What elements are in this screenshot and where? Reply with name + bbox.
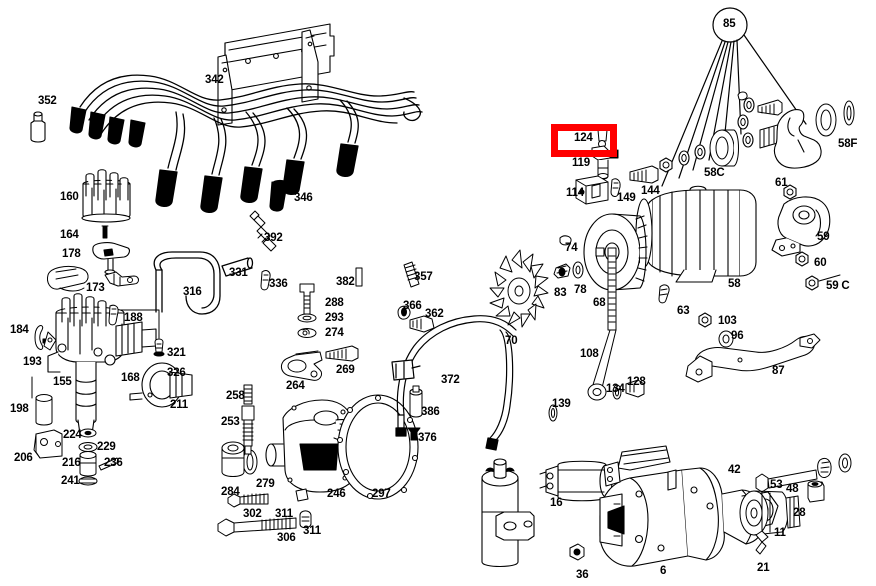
callout-149: 149	[617, 192, 636, 204]
callout-68: 68	[593, 297, 606, 309]
callout-6: 6	[660, 565, 667, 577]
callout-58F: 58F	[838, 138, 858, 150]
callout-264: 264	[286, 380, 305, 392]
callout-144: 144	[641, 185, 660, 197]
callout-58: 58	[728, 278, 741, 290]
callout-87: 87	[772, 365, 785, 377]
callout-302: 302	[243, 508, 262, 520]
callout-36: 36	[576, 569, 589, 581]
callout-269: 269	[336, 364, 355, 376]
callout-376: 376	[418, 432, 437, 444]
callout-78: 78	[574, 284, 587, 296]
callout-119: 119	[572, 157, 590, 169]
callout-224: 224	[63, 429, 82, 441]
callout-274: 274	[325, 327, 344, 339]
callout-253: 253	[221, 416, 240, 428]
callout-59C: 59 C	[826, 280, 850, 292]
callout-386: 386	[421, 406, 440, 418]
callout-160: 160	[60, 191, 79, 203]
callout-392: 392	[264, 232, 283, 244]
callout-178: 178	[62, 248, 81, 260]
callout-241: 241	[61, 475, 80, 487]
callout-288: 288	[325, 297, 344, 309]
callout-306: 306	[277, 532, 296, 544]
callout-216: 216	[62, 457, 81, 469]
callout-103: 103	[718, 315, 737, 327]
callout-70: 70	[505, 335, 518, 347]
callout-139: 139	[552, 398, 571, 410]
callout-258: 258	[226, 390, 245, 402]
callout-96: 96	[731, 330, 744, 342]
callout-124: 124	[574, 132, 593, 144]
callout-11: 11	[774, 527, 786, 539]
callout-42: 42	[728, 464, 741, 476]
callout-83: 83	[554, 287, 567, 299]
callout-236: 236	[104, 457, 123, 469]
callout-164: 164	[60, 229, 79, 241]
callout-74: 74	[565, 242, 578, 254]
callout-366: 366	[403, 300, 422, 312]
callout-168: 168	[121, 372, 140, 384]
callout-128: 128	[627, 376, 646, 388]
callout-155: 155	[53, 376, 72, 388]
callout-372: 372	[441, 374, 460, 386]
callout-311-a: 311	[275, 508, 293, 520]
callout-114: 114	[566, 187, 584, 199]
callout-357: 357	[414, 271, 433, 283]
callout-211: 211	[170, 399, 188, 411]
callout-316: 316	[183, 286, 202, 298]
callout-53: 53	[770, 479, 783, 491]
callout-229: 229	[97, 441, 116, 453]
callout-59: 59	[817, 231, 830, 243]
callout-60: 60	[814, 257, 827, 269]
node-callout-85: 85	[723, 18, 736, 30]
callout-61: 61	[775, 177, 788, 189]
callout-321: 321	[167, 347, 186, 359]
callout-108: 108	[580, 348, 599, 360]
callout-198: 198	[10, 403, 29, 415]
callout-336: 336	[269, 278, 288, 290]
callout-293: 293	[325, 312, 344, 324]
callout-362: 362	[425, 308, 444, 320]
callout-246: 246	[327, 488, 346, 500]
callout-134: 134	[606, 383, 625, 395]
callout-279: 279	[256, 478, 275, 490]
callout-331: 331	[229, 267, 248, 279]
callout-173: 173	[86, 282, 105, 294]
callout-346: 346	[294, 192, 313, 204]
callout-184: 184	[10, 324, 29, 336]
callout-352: 352	[38, 95, 57, 107]
callout-21: 21	[757, 562, 770, 574]
callout-297: 297	[372, 488, 391, 500]
callout-284: 284	[221, 486, 240, 498]
callout-48: 48	[786, 483, 799, 495]
callout-342: 342	[205, 74, 224, 86]
callout-28: 28	[793, 507, 806, 519]
callout-58C: 58C	[704, 167, 725, 179]
callout-382: 382	[336, 276, 355, 288]
callout-311-b: 311	[303, 525, 321, 537]
callout-206: 206	[14, 452, 33, 464]
callout-16: 16	[550, 497, 563, 509]
callout-326: 326	[167, 367, 186, 379]
callout-193: 193	[23, 356, 42, 368]
callout-188: 188	[124, 312, 143, 324]
callout-63: 63	[677, 305, 690, 317]
